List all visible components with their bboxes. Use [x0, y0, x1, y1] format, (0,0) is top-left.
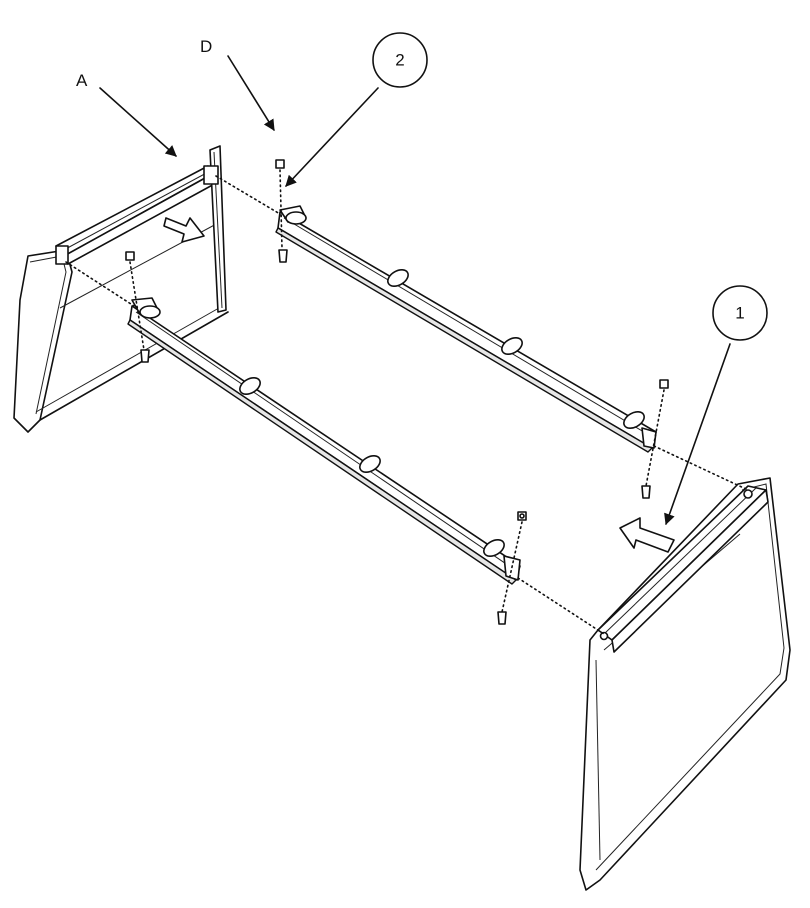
alignment-lines — [65, 175, 749, 635]
part-label-d: D — [200, 37, 212, 56]
step-callout-2: 2 — [372, 32, 428, 88]
fasteners — [125, 159, 669, 625]
right-end-frame — [579, 477, 791, 891]
step-callout-1: 1 — [712, 285, 768, 341]
back-cross-tube — [275, 205, 657, 453]
left-end-frame — [13, 145, 229, 433]
step-number-2: 2 — [395, 51, 404, 70]
part-label-a: A — [76, 71, 88, 90]
step-number-1: 1 — [735, 304, 744, 323]
callout-leaders — [99, 55, 731, 526]
